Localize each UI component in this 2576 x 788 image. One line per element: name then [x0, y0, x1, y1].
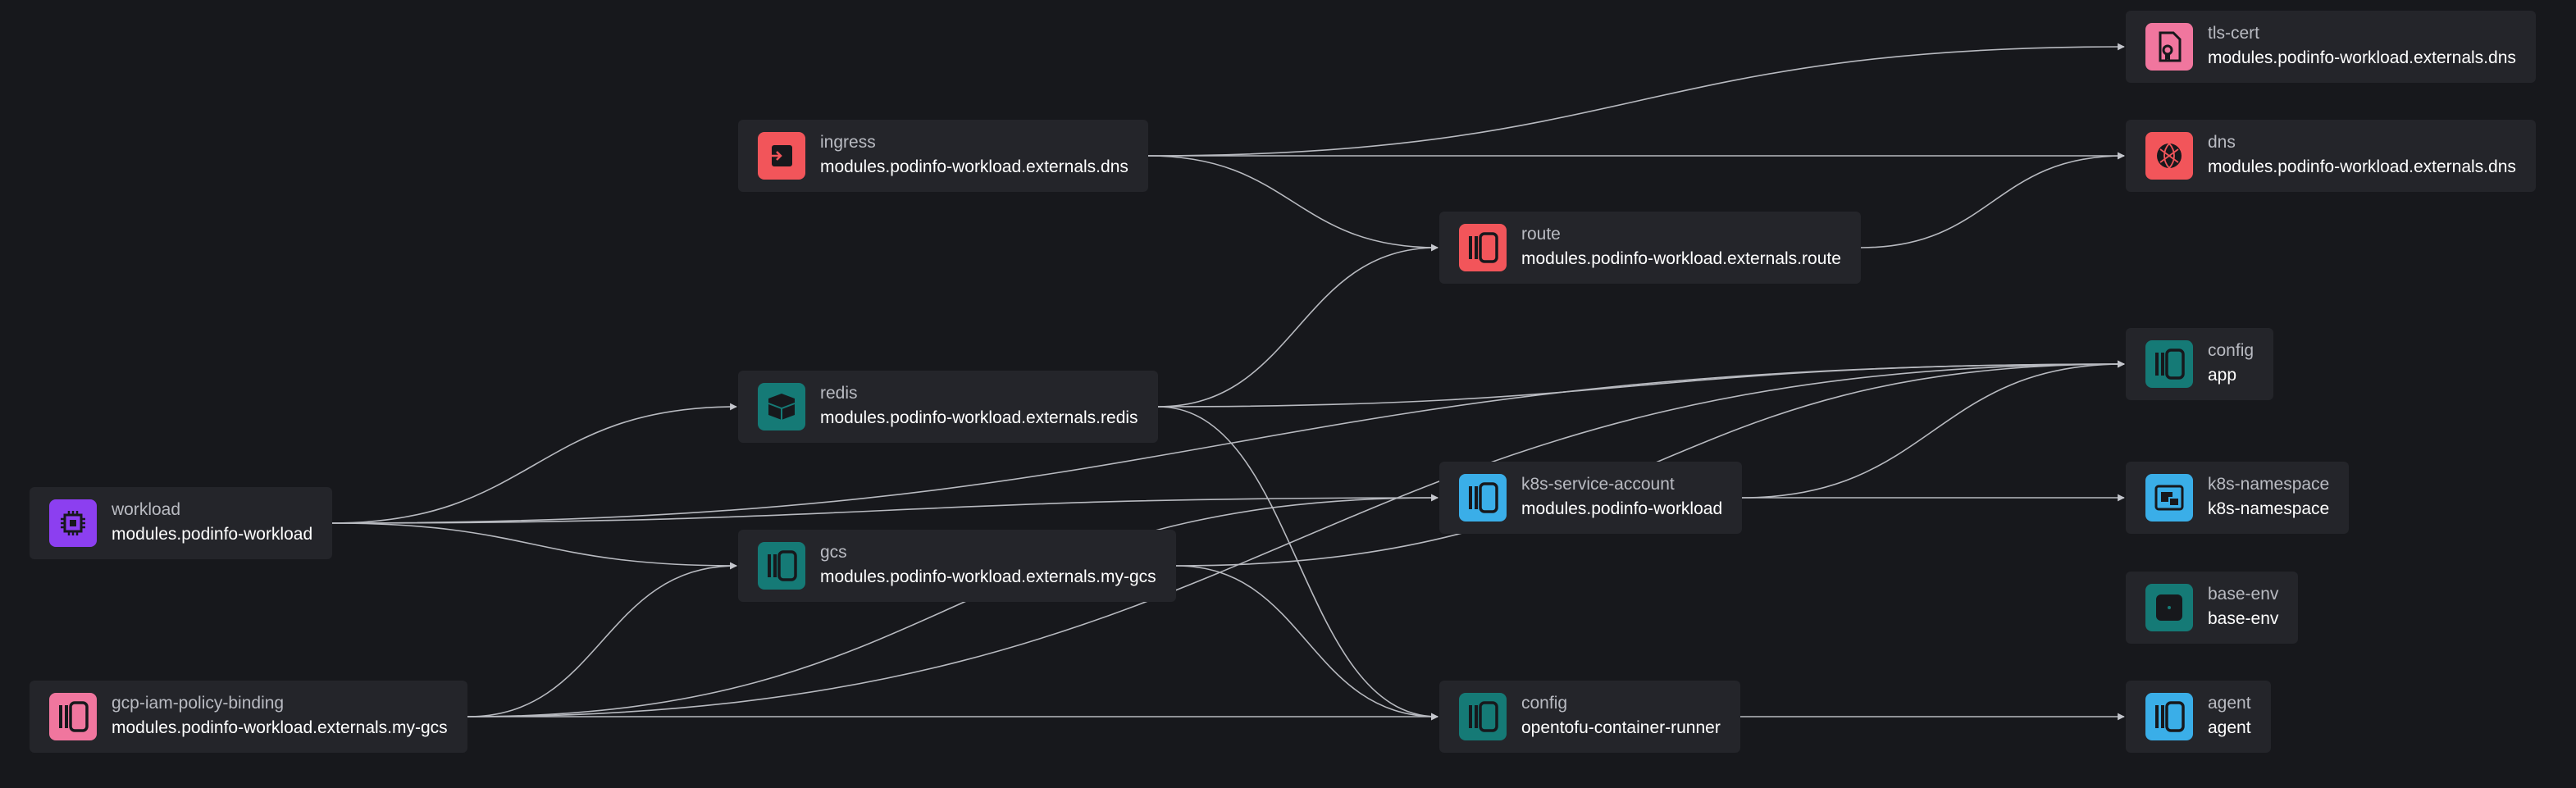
edge-gcp_iam-to-gcs	[467, 562, 737, 717]
node-type: agent	[2208, 694, 2251, 713]
node-name: modules.podinfo-workload	[112, 525, 313, 544]
ingress-icon	[758, 132, 805, 180]
node-name: modules.podinfo-workload.externals.redis	[820, 408, 1138, 427]
edge-route-to-dns	[1860, 152, 2125, 248]
resource-icon	[2145, 693, 2193, 740]
node-k8s-namespace[interactable]: k8s-namespace k8s-namespace	[2126, 462, 2350, 534]
node-type: dns	[2208, 133, 2236, 152]
resource-icon	[2145, 340, 2193, 388]
node-gcp-iam-policy-binding[interactable]: gcp-iam-policy-binding modules.podinfo-wo…	[30, 681, 467, 753]
node-name: app	[2208, 366, 2237, 385]
node-gcs[interactable]: gcs modules.podinfo-workload.externals.my…	[738, 530, 1176, 602]
node-name: modules.podinfo-workload.externals.my-gc…	[112, 718, 448, 737]
globe-icon	[2145, 132, 2193, 180]
node-type: k8s-namespace	[2208, 475, 2330, 494]
node-name: agent	[2208, 718, 2251, 737]
certificate-icon	[2145, 23, 2193, 71]
node-k8s-service-account[interactable]: k8s-service-account modules.podinfo-workl…	[1439, 462, 1743, 534]
node-name: opentofu-container-runner	[1521, 718, 1721, 737]
node-type: k8s-service-account	[1521, 475, 1675, 494]
node-type: redis	[820, 384, 858, 403]
node-type: ingress	[820, 133, 876, 152]
node-config-app[interactable]: config app	[2126, 328, 2274, 400]
node-route[interactable]: route modules.podinfo-workload.externals.…	[1439, 212, 1861, 284]
node-workload[interactable]: workload modules.podinfo-workload	[30, 487, 333, 559]
node-base-env[interactable]: base-env base-env	[2126, 572, 2299, 644]
node-config-opentofu-container-runner[interactable]: config opentofu-container-runner	[1439, 681, 1740, 753]
node-name: modules.podinfo-workload.externals.dns	[2208, 157, 2516, 176]
edge-workload-to-k8s_sa	[331, 494, 1438, 524]
edge-workload-to-gcs	[331, 522, 737, 570]
node-type: route	[1521, 225, 1561, 244]
node-name: modules.podinfo-workload.externals.my-gc…	[820, 567, 1156, 586]
resource-icon	[49, 693, 97, 740]
edge-ingress-to-route	[1147, 155, 1438, 252]
node-type: gcs	[820, 543, 847, 562]
edge-ingress-to-tls_cert	[1147, 43, 2125, 157]
edge-redis-to-route	[1157, 244, 1438, 408]
node-dns[interactable]: dns modules.podinfo-workload.externals.dn…	[2126, 120, 2536, 192]
node-type: workload	[112, 500, 181, 519]
resource-icon	[1459, 224, 1507, 271]
env-icon	[2145, 584, 2193, 631]
edge-workload-to-redis	[331, 403, 737, 524]
node-type: base-env	[2208, 585, 2279, 604]
edge-workload-to-config_app	[331, 360, 2125, 524]
cpu-icon	[49, 499, 97, 547]
node-ingress[interactable]: ingress modules.podinfo-workload.external…	[738, 120, 1148, 192]
edge-redis-to-config_runner	[1157, 406, 1438, 721]
node-name: k8s-namespace	[2208, 499, 2330, 518]
node-name: modules.podinfo-workload.externals.dns	[2208, 48, 2516, 67]
edge-gcp_iam-to-config_app	[467, 360, 2125, 717]
node-type: tls-cert	[2208, 24, 2259, 43]
node-tls-cert[interactable]: tls-cert modules.podinfo-workload.externa…	[2126, 11, 2536, 83]
edge-k8s_sa-to-config_app	[1741, 360, 2125, 499]
node-name: modules.podinfo-workload.externals.route	[1521, 249, 1841, 268]
node-type: config	[1521, 694, 1568, 713]
redis-icon	[758, 383, 805, 430]
node-agent[interactable]: agent agent	[2126, 681, 2271, 753]
resource-icon	[1459, 693, 1507, 740]
node-redis[interactable]: redis modules.podinfo-workload.externals.…	[738, 371, 1158, 443]
node-name: base-env	[2208, 609, 2279, 628]
node-name: modules.podinfo-workload	[1521, 499, 1723, 518]
node-name: modules.podinfo-workload.externals.dns	[820, 157, 1128, 176]
node-type: gcp-iam-policy-binding	[112, 694, 285, 713]
resource-icon	[758, 542, 805, 590]
namespace-icon	[2145, 474, 2193, 522]
edge-gcs-to-config_runner	[1175, 565, 1438, 721]
edge-gcp_iam-to-k8s_sa	[467, 494, 1438, 717]
resource-icon	[1459, 474, 1507, 522]
node-type: config	[2208, 341, 2255, 360]
edge-redis-to-config_app	[1157, 360, 2125, 408]
